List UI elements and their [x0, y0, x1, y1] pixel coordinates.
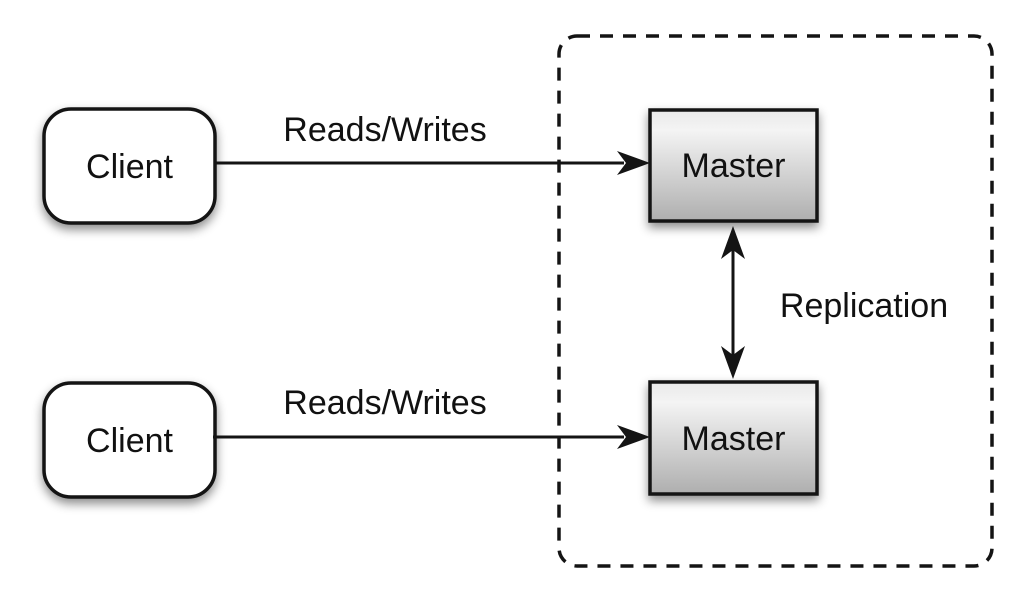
- client-node-bottom-box: [42, 381, 217, 499]
- replication-label: Replication: [780, 287, 948, 325]
- client-node-top-label: Client: [86, 148, 173, 186]
- master-node-bottom: Master: [648, 380, 819, 496]
- arrowhead-down-icon: [721, 346, 745, 379]
- client-node-top: Client: [42, 107, 217, 225]
- replication-arrow: Replication: [721, 226, 948, 379]
- reads-writes-label-bottom: Reads/Writes: [283, 384, 486, 422]
- reads-writes-arrow-bottom: Reads/Writes: [213, 384, 650, 449]
- client-node-top-box: [42, 107, 217, 225]
- client-node-bottom: Client: [42, 381, 217, 499]
- arrowhead-up-icon: [721, 226, 745, 259]
- arrowhead-right-icon: [617, 425, 650, 449]
- reads-writes-label-top: Reads/Writes: [283, 111, 486, 149]
- master-node-bottom-label: Master: [682, 420, 786, 458]
- master-node-top-label: Master: [682, 147, 786, 185]
- arrowhead-right-icon: [617, 151, 650, 175]
- master-node-top: Master: [648, 108, 819, 223]
- cluster-boundary: [557, 34, 994, 568]
- client-node-bottom-label: Client: [86, 422, 173, 460]
- reads-writes-arrow-top: Reads/Writes: [215, 111, 650, 175]
- master-node-bottom-box: [648, 380, 819, 496]
- master-node-top-box: [648, 108, 819, 223]
